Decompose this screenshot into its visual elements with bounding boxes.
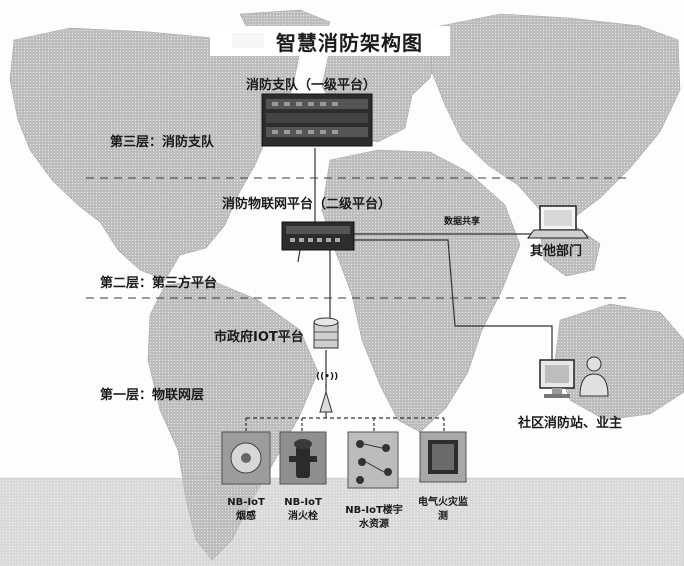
device-label-smoke-line1: NB-IoT [227, 497, 265, 508]
connectors [245, 148, 553, 432]
layer3-label: 第三层：消防支队 [110, 135, 215, 150]
layer1-label: 第一层：物联网层 [100, 388, 205, 403]
device-label-electric: 电气火灾监 测 [405, 496, 481, 524]
community-label: 社区消防站、业主 [518, 416, 623, 431]
desktop-icon [539, 359, 575, 398]
africa-shape [321, 149, 521, 433]
electric-panel-icon [419, 431, 467, 483]
layer2-label: 第二层：第三方平台 [100, 276, 218, 291]
device-label-water-line2: 水资源 [359, 519, 389, 530]
device-label-electric-line2: 测 [438, 511, 448, 522]
database-icon [313, 317, 339, 349]
world-map [0, 9, 684, 566]
device-label-hydrant: NB-IoT 消火栓 [265, 496, 341, 524]
link-iot-to-community [352, 239, 553, 360]
device-label-electric-line1: 电气火灾监 [418, 497, 468, 508]
smoke-detector-icon [221, 431, 271, 485]
iot-platform-label: 消防物联网平台（二级平台） [222, 197, 392, 212]
link-iot-left-drop [297, 249, 301, 263]
asia-shape [429, 13, 681, 223]
device-label-hydrant-line1: NB-IoT [284, 497, 322, 508]
antenna-icon [319, 384, 333, 413]
hydrant-icon [279, 431, 327, 485]
device-label-smoke: NB-IoT 烟感 [208, 496, 284, 524]
device-label-hydrant-line2: 消火栓 [288, 511, 318, 522]
top-platform-label: 消防支队（一级平台） [246, 78, 377, 93]
page-title: 智慧消防架构图 [276, 31, 423, 55]
municipal-platform-label: 市政府IOT平台 [214, 330, 304, 345]
device-label-water: NB-IoT楼宇 水资源 [336, 504, 412, 532]
antenna-signal-label: ((•)) [316, 372, 339, 382]
device-label-water-line1: NB-IoT楼宇 [345, 505, 403, 516]
other-dept-label: 其他部门 [530, 244, 583, 259]
server-rack-icon [261, 93, 373, 147]
water-sensor-icon [347, 431, 399, 489]
title-mask-block [232, 33, 264, 48]
user-icon [579, 356, 609, 397]
switch-icon [281, 221, 355, 251]
laptop-icon [527, 205, 589, 239]
device-label-smoke-line2: 烟感 [236, 511, 256, 522]
data-share-label: 数据共享 [444, 217, 481, 227]
